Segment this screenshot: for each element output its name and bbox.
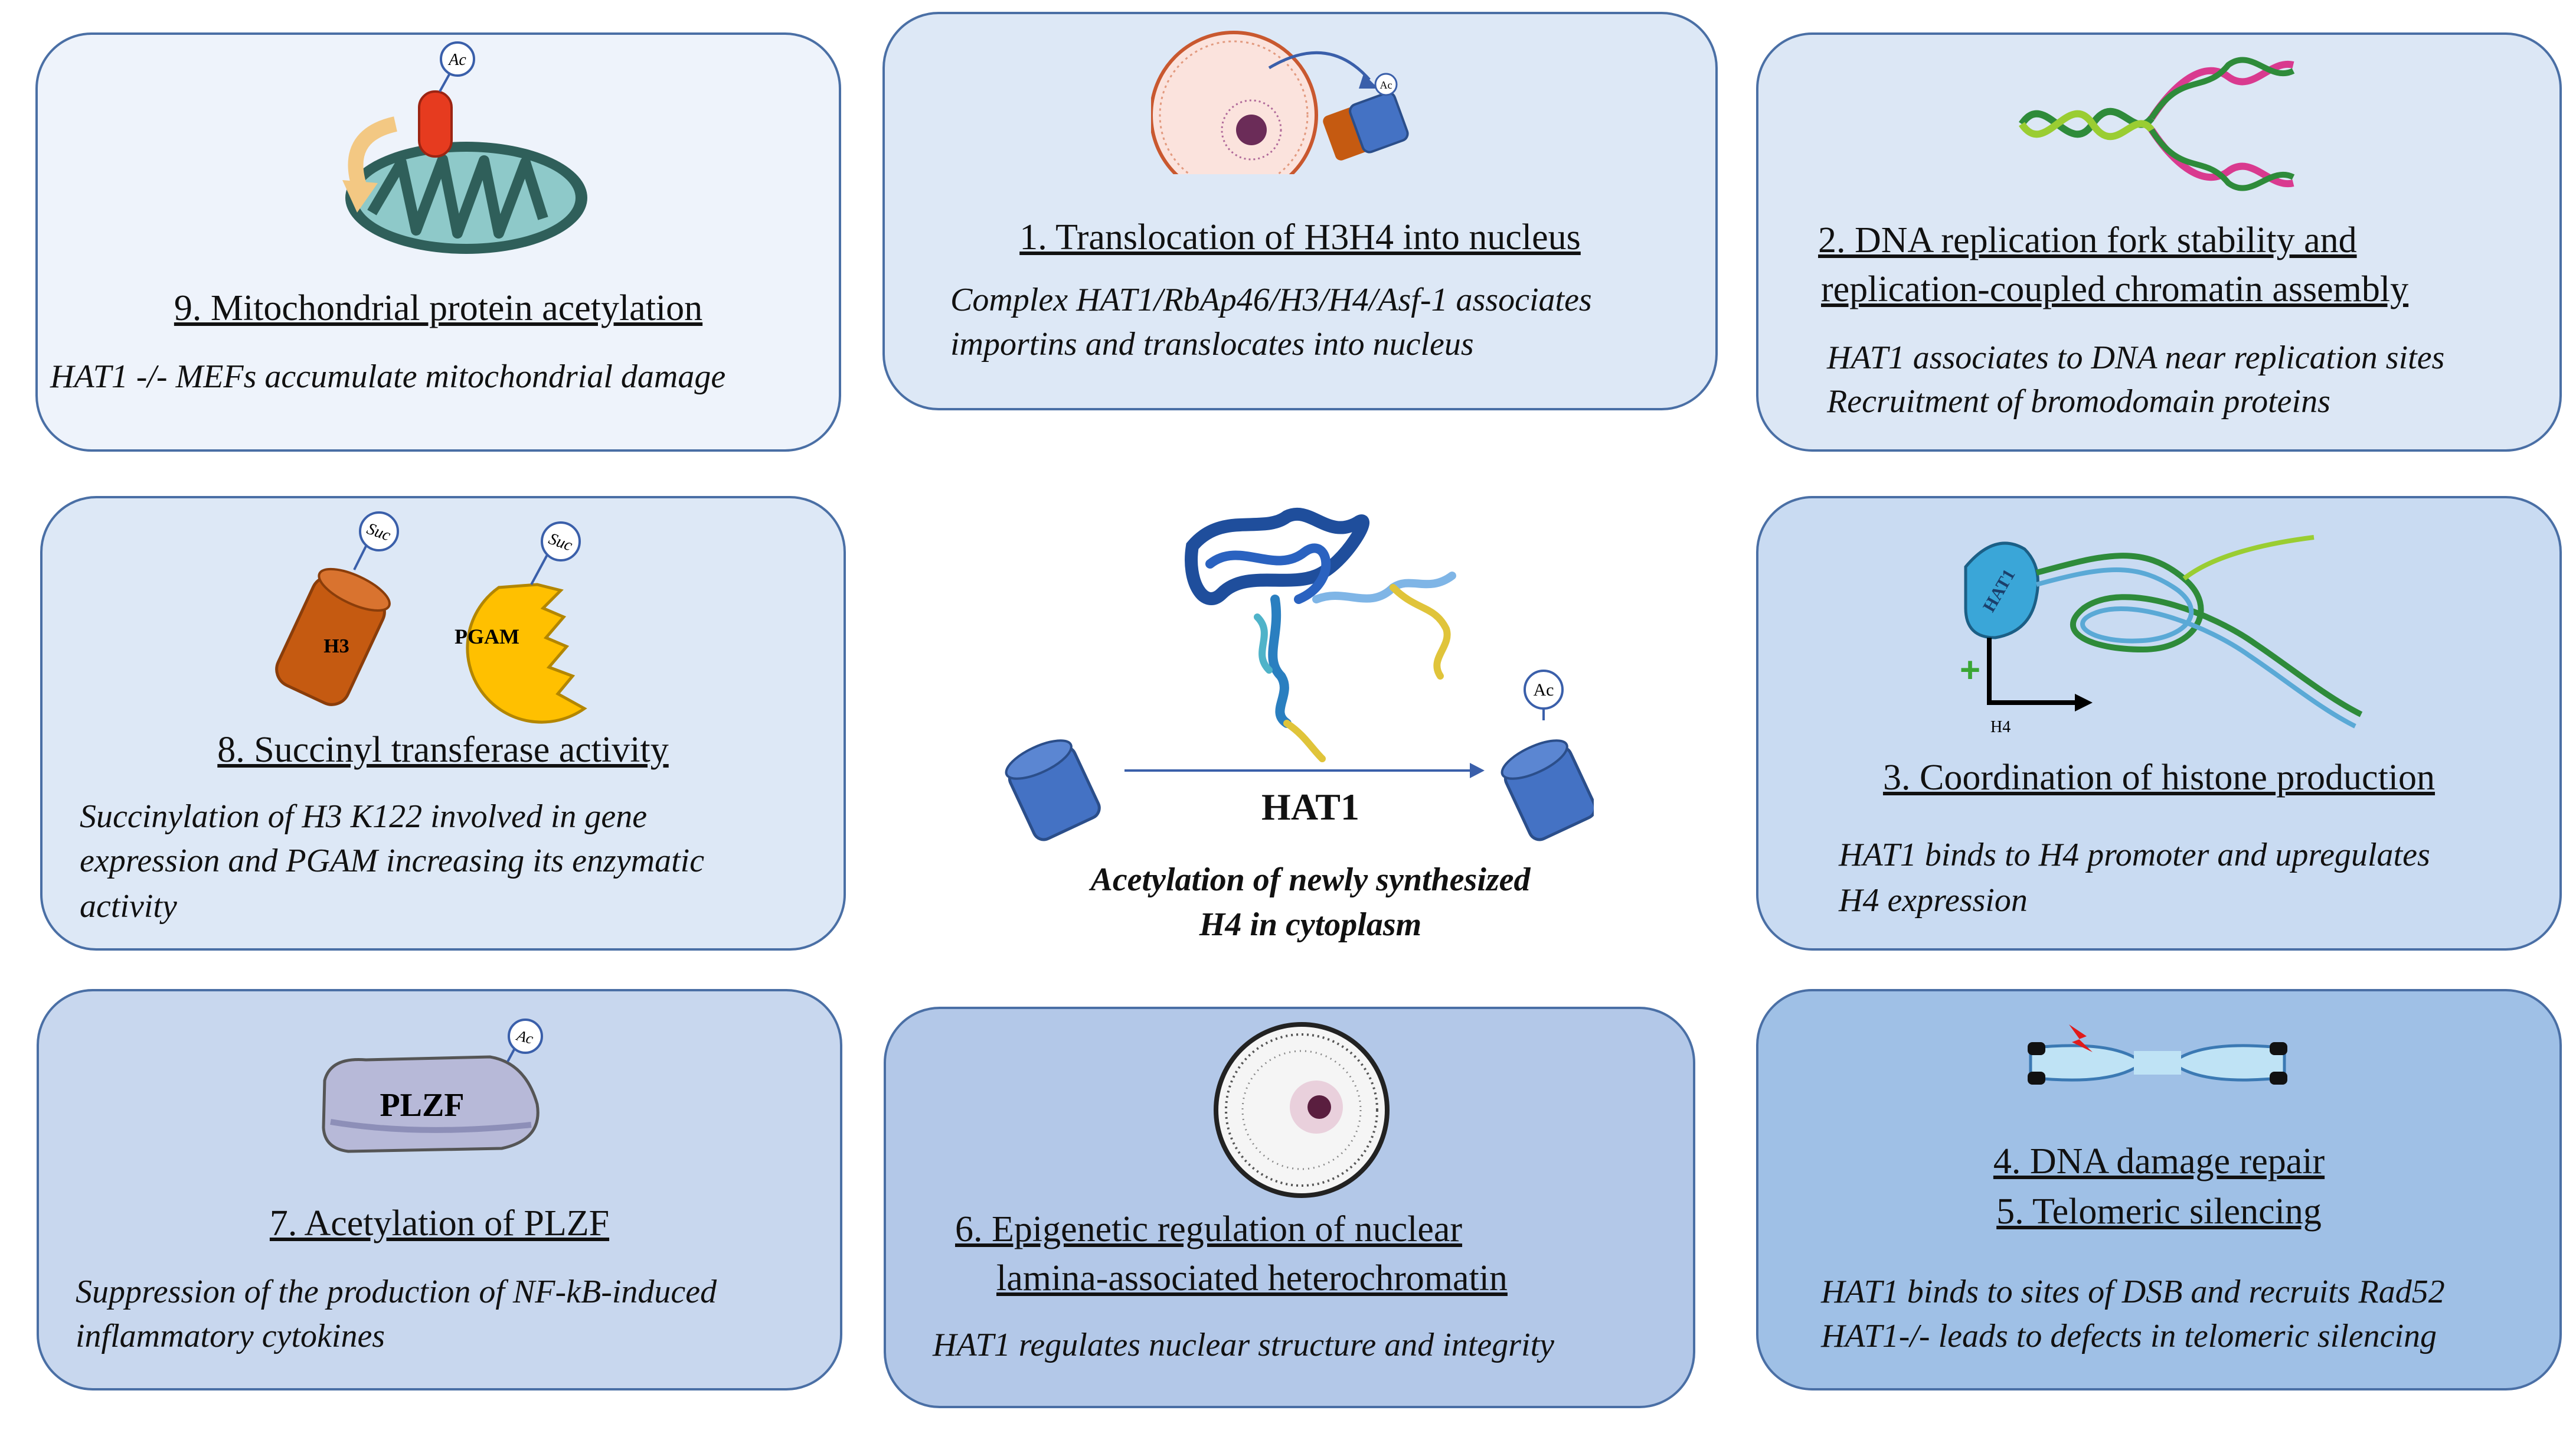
panel-45-desc-line-2: HAT1-/- leads to defects in telomeric si… [1821,1318,2437,1354]
h3-pgam-succinylation-icon: H3 Suc PGAM Suc [275,511,587,724]
nucleus-translocation-icon: Ac [1151,31,1409,174]
panel-9-desc: HAT1 -/- MEFs accumulate mitochondrial d… [50,358,726,395]
panel-1-desc-line-1: Complex HAT1/RbAp46/H3/H4/Asf-1 associat… [950,282,1592,318]
panel-45-desc-line-1: HAT1 binds to sites of DSB and recruits … [1821,1274,2445,1310]
panel-2-desc-line-1: HAT1 associates to DNA near replication … [1827,340,2445,376]
center-caption-line-2: H4 in cytoplasm [1199,906,1422,943]
center-caption-line-1: Acetylation of newly synthesized [1090,861,1531,898]
panel-1-desc-line-2: importins and translocates into nucleus [950,326,1474,363]
panel-2-desc-line-2: Recruitment of bromodomain proteins [1827,383,2330,420]
h3-label: H3 [323,635,349,657]
panel-4-title: 4. DNA damage repair [1993,1141,2325,1181]
nuclear-lamina-icon [1214,1022,1390,1198]
panel-plzf-acetylation [37,989,842,1390]
ac-tag: Ac [1534,680,1554,700]
panel-2-title-line-1: 2. DNA replication fork stability and [1818,220,2357,260]
panel-3-desc-line-1: HAT1 binds to H4 promoter and upregulate… [1839,837,2430,873]
panel-9-title: 9. Mitochondrial protein acetylation [174,288,703,328]
panel-7-desc-line-1: Suppression of the production of NF-kB-i… [76,1274,717,1310]
panel-1-title: 1. Translocation of H3H4 into nucleus [1019,217,1581,257]
h4-acetylation-arrow-icon: Ac [1005,670,1594,841]
pgam-label: PGAM [455,625,519,648]
plzf-label: PLZF [380,1087,464,1124]
chromosome-dsb-icon [2028,1024,2287,1085]
panel-7-title: 7. Acetylation of PLZF [269,1203,610,1243]
panel-8-desc-line-1: Succinylation of H3 K122 involved in gen… [80,798,648,835]
hat1-protein-structure-icon [1185,507,1456,762]
panel-6-desc: HAT1 regulates nuclear structure and int… [933,1327,1554,1363]
panel-8-desc-line-2: expression and PGAM increasing its enzym… [80,843,705,879]
ac-tag: Ac [1380,79,1392,91]
panel-6-title-line-2: lamina-associated heterochromatin [996,1258,1508,1298]
panel-3-desc-line-2: H4 expression [1839,882,2028,919]
hat1-label: HAT1 [1261,786,1359,828]
panel-8-desc-line-3: activity [80,888,177,925]
ac-tag: Ac [447,51,466,69]
plzf-acetylation-icon: PLZF Ac [322,1019,543,1153]
panel-succinyl-transferase [40,496,846,951]
svg-text:+: + [1960,650,1980,690]
mitochondrion-icon: Ac [342,41,587,254]
panel-5-title: 5. Telomeric silencing [1996,1192,2322,1232]
dna-replication-fork-icon [2019,57,2295,191]
panel-7-desc-line-2: inflammatory cytokines [76,1318,385,1354]
panel-8-title: 8. Succinyl transferase activity [217,730,669,770]
panel-3-title: 3. Coordination of histone production [1882,758,2436,798]
h4-label: H4 [1990,718,2011,736]
panel-histone-production [1756,496,2562,951]
hat1-h4-promoter-icon: HAT1 H4 + [1960,535,2363,736]
panel-2-title-line-2: replication-coupled chromatin assembly [1821,269,2409,309]
panel-6-title-line-1: 6. Epigenetic regulation of nuclear [955,1209,1463,1249]
